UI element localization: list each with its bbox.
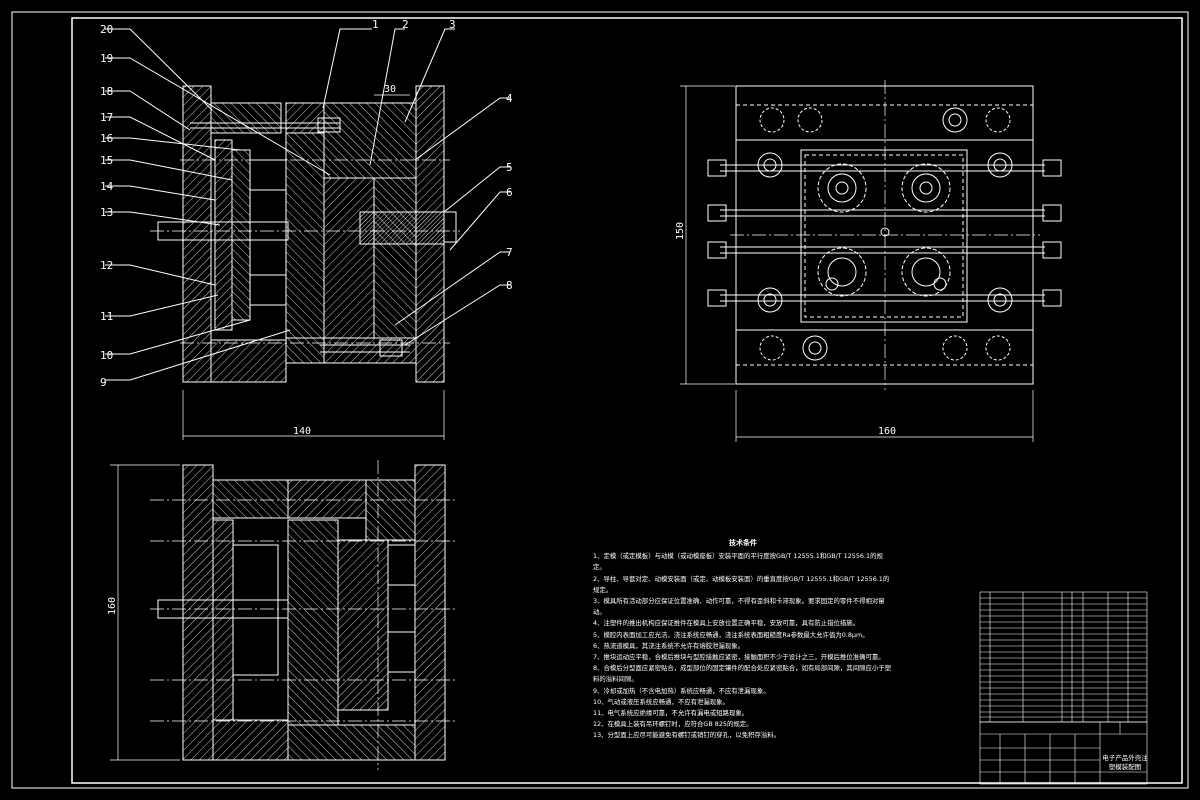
technical-note-item: 7、推块运动应平稳，合模后推块与型腔接触应紧密，接触面积不少于设计之三，开模后推… xyxy=(593,653,885,662)
technical-note-item: 3、模具所有活动部分应保证位置准确、动作可靠，不得有歪斜和卡滞现象。要求固定的零… xyxy=(593,597,885,617)
part-label: 6 xyxy=(506,186,513,199)
inner-border xyxy=(71,17,1183,784)
part-label: 1 xyxy=(372,18,379,31)
part-label: 3 xyxy=(449,18,456,31)
main-section-view xyxy=(105,28,510,440)
dimension-140: 140 xyxy=(293,426,311,437)
part-label: 7 xyxy=(506,246,513,259)
part-label: 16 xyxy=(100,132,113,145)
dimension-160-plan: 160 xyxy=(878,426,896,437)
part-label: 20 xyxy=(100,23,113,36)
outer-border xyxy=(11,11,1189,789)
technical-notes: 技术条件 1、定模（或定模板）与动模（或动模座板）安装平面的平行度按GB/T 1… xyxy=(593,538,893,742)
part-number-labels: 1 2 3 4 5 6 7 8 9 10 11 12 13 14 15 16 1… xyxy=(100,18,513,389)
part-label: 2 xyxy=(402,18,409,31)
technical-note-item: 2、导柱、导套对定、动模安装面（或定、动模板安装面）的垂直度按GB/T 1255… xyxy=(593,574,890,594)
part-label: 9 xyxy=(100,376,107,389)
plan-view xyxy=(680,80,1062,442)
part-label: 14 xyxy=(100,180,114,193)
technical-note-item: 9、冷却或加热（不含电加热）系统应畅通，不应有泄漏现象。 xyxy=(593,686,770,695)
technical-note-item: 6、热流道模具，其浇注系统不允许有熔胶泄漏现象。 xyxy=(593,641,745,650)
part-label: 17 xyxy=(100,111,113,124)
part-label: 13 xyxy=(100,206,113,219)
dimension-30: 30 xyxy=(384,84,396,95)
dimension-160-side: 160 xyxy=(107,597,118,615)
part-label: 19 xyxy=(100,52,113,65)
part-label: 10 xyxy=(100,349,113,362)
technical-note-item: 10、气动或液压系统应畅通，不应有泄漏现象。 xyxy=(593,697,729,706)
part-label: 11 xyxy=(100,310,113,323)
technical-note-item: 12、在模具上装有吊环螺钉时，应符合GB 825的规定。 xyxy=(593,720,753,729)
part-label: 18 xyxy=(100,85,113,98)
dimension-150: 150 xyxy=(675,222,686,240)
technical-notes-title: 技术条件 xyxy=(729,539,757,547)
technical-note-item: 13、分型面上应尽可能避免有螺钉或销钉的穿孔，以免积存溢料。 xyxy=(593,731,781,740)
part-label: 4 xyxy=(506,92,513,105)
drawing-name: 电子产品外壳注塑模装配图 xyxy=(1102,754,1148,771)
part-label: 8 xyxy=(506,279,513,292)
technical-note-item: 4、注塑件的推出机构应保证推件在模具上安放位置正确平稳，安放可靠，具有防止错位措… xyxy=(593,619,860,628)
technical-note-item: 11、电气系统应绝缘可靠，不允许有漏电或短路现象。 xyxy=(593,709,749,718)
technical-note-item: 5、模腔内表面加工应光洁，浇注系统应畅通，浇注系统表面粗糙度Ra参数最大允许值为… xyxy=(593,630,869,639)
part-label: 5 xyxy=(506,161,513,174)
part-label: 12 xyxy=(100,259,113,272)
technical-note-item: 8、合模后分型面应紧密贴合，成型部位的固定镶件的配合处应紧密贴合，如有局部间隙，… xyxy=(593,664,892,684)
part-label: 15 xyxy=(100,154,113,167)
side-section-view xyxy=(110,460,455,770)
technical-note-item: 1、定模（或定模板）与动模（或动模座板）安装平面的平行度按GB/T 12555.… xyxy=(593,552,883,572)
parts-list-table xyxy=(979,591,1148,723)
title-block xyxy=(979,721,1148,785)
